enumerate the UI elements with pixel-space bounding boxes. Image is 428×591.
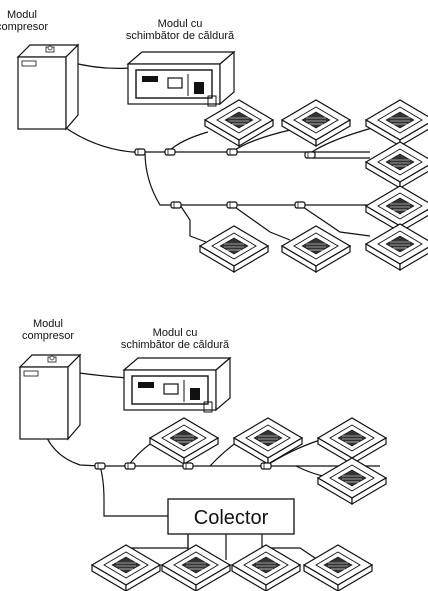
bottom-cassette-unit-icon bbox=[91, 544, 161, 591]
bottom-cassette-unit-icon bbox=[303, 544, 373, 591]
bottom-compressor-unit-icon bbox=[19, 354, 81, 440]
top-refnet-joint-icon bbox=[134, 148, 146, 156]
bottom-cassette-unit-icon bbox=[233, 417, 303, 465]
top-refnet-joint-icon bbox=[226, 148, 238, 156]
bottom-cassette-unit-icon bbox=[231, 544, 301, 591]
top-exchanger-label-line1: Modul cu bbox=[158, 18, 203, 30]
bottom-exchanger-label-line2: schimbător de căldură bbox=[121, 339, 230, 351]
bottom-refnet-joint-icon bbox=[260, 462, 272, 470]
top-refnet-joint-icon bbox=[294, 201, 306, 209]
bottom-refnet-joint-icon bbox=[124, 462, 136, 470]
collector-box bbox=[167, 498, 295, 535]
top-cassette-unit-icon bbox=[199, 225, 269, 273]
bottom-cassette-unit-icon bbox=[317, 457, 387, 505]
bottom-refnet-joint-icon bbox=[182, 462, 194, 470]
top-cassette-unit-icon bbox=[204, 99, 274, 147]
top-diagram: Modul compresor Modul cu schimbător de c… bbox=[0, 9, 428, 273]
top-cassette-unit-icon bbox=[365, 141, 428, 189]
top-exchanger-label-line2: schimbător de căldură bbox=[126, 30, 235, 42]
top-cassette-unit-icon bbox=[365, 223, 428, 271]
top-refnet-joint-icon bbox=[164, 148, 176, 156]
top-compressor-unit-icon bbox=[17, 44, 79, 130]
bottom-exchanger-label-line1: Modul cu bbox=[153, 327, 198, 339]
bottom-cassette-unit-icon bbox=[161, 544, 231, 591]
top-compressor-label-line2: compresor bbox=[0, 21, 48, 33]
bottom-cassette-unit-icon bbox=[149, 417, 219, 465]
bottom-compressor-label-line1: Modul bbox=[33, 318, 63, 330]
bottom-compressor-label-line2: compresor bbox=[22, 330, 74, 342]
top-compressor-label-line1: Modul bbox=[7, 9, 37, 21]
bottom-diagram: Modul compresor Modul cu schimbător de c… bbox=[19, 318, 387, 591]
top-refnet-joint-icon bbox=[304, 151, 316, 159]
collector-label: Colector bbox=[194, 507, 269, 529]
top-refnet-joint-icon bbox=[226, 201, 238, 209]
bottom-cassette-unit-icon bbox=[317, 417, 387, 465]
top-ducted-heat-exchanger-icon bbox=[127, 51, 235, 107]
top-refnet-joint-icon bbox=[170, 201, 182, 209]
bottom-ducted-heat-exchanger-icon bbox=[123, 357, 231, 413]
top-cassette-unit-icon bbox=[365, 99, 428, 147]
top-cassette-unit-icon bbox=[281, 225, 351, 273]
bottom-refnet-joint-icon bbox=[94, 462, 106, 470]
